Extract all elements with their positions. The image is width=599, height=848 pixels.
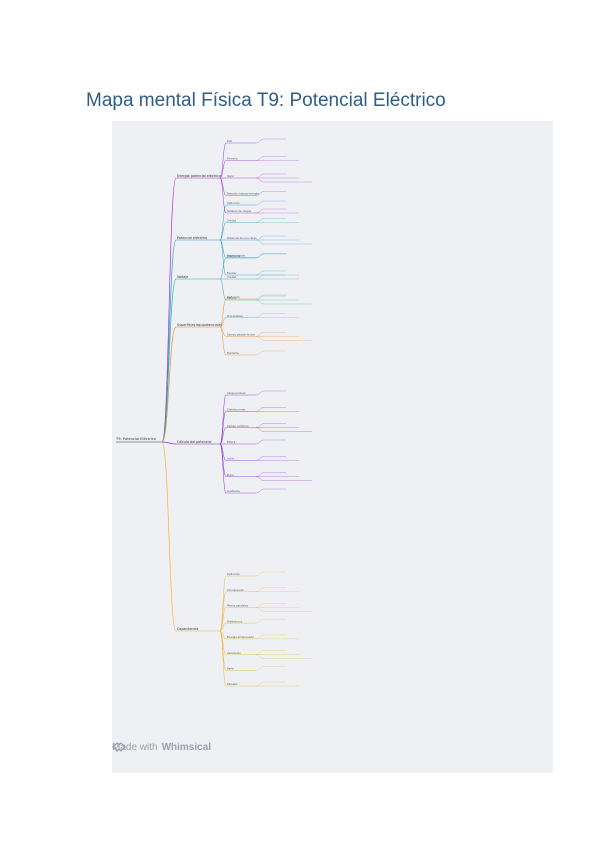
branch-item[interactable]: Superposición <box>227 254 246 258</box>
branch-item[interactable]: Signo <box>227 174 235 178</box>
page-title: Mapa mental Física T9: Potencial Eléctri… <box>86 90 446 111</box>
branch-label[interactable]: Potencial eléctrico <box>177 236 207 240</box>
branch-item[interactable]: Diferencia <box>227 254 241 258</box>
branch-item[interactable]: Dieléctricos <box>227 619 243 623</box>
branch-item[interactable]: Escalar <box>227 271 237 275</box>
branch-4[interactable]: Cálculo del potencial Carga puntualDistri… <box>161 390 312 494</box>
branch-item[interactable]: Campo uniforme <box>227 424 249 428</box>
mindmap-canvas[interactable]: T9: Potencial Eléctrico Energía potencial… <box>112 121 553 773</box>
made-with-label: Made with <box>112 742 158 753</box>
branch-item[interactable]: Paralelo <box>227 682 238 686</box>
branch-item[interactable]: Def. <box>227 139 232 143</box>
branch-0[interactable]: Energía potencial eléctrica Def. FórmulaSi… <box>161 138 312 443</box>
branch-label[interactable]: Energía potencial eléctrica <box>177 174 221 178</box>
branch-item[interactable]: Unidad <box>227 219 236 223</box>
branch-item[interactable]: Esfera <box>227 440 236 444</box>
branch-item[interactable]: Carga puntual <box>227 391 246 395</box>
branch-item[interactable]: Anillo <box>227 457 235 461</box>
branch-item[interactable]: Sistema de cargas <box>227 209 252 213</box>
branch-item[interactable]: Gradiente <box>227 489 240 493</box>
branch-item[interactable]: Unidad <box>227 275 236 279</box>
branch-item[interactable]: Distribuciones <box>227 408 246 412</box>
branch-item[interactable]: Placas paralelas <box>227 604 249 608</box>
mindmap-root[interactable]: T9: Potencial Eléctrico <box>115 437 156 441</box>
branch-1[interactable]: Potencial eléctricoDefiniciónUnidadPoten… <box>161 200 312 443</box>
whimsical-logo-icon <box>112 742 126 752</box>
branch-item[interactable]: Serie <box>227 666 234 670</box>
branch-item[interactable]: Asociación <box>227 651 241 655</box>
branch-item[interactable]: Batería <box>227 296 237 300</box>
branch-label[interactable]: Capacitancia <box>177 627 198 631</box>
footer: Made with Whimsical <box>112 742 211 753</box>
branch-item[interactable]: Definición <box>227 295 240 299</box>
branch-item[interactable]: Definición <box>227 201 240 205</box>
branch-3[interactable]: Superficies equipotenciales DefiniciónPro… <box>161 294 312 443</box>
branch-item[interactable]: Condensador <box>227 588 245 592</box>
branch-item[interactable]: Fórmula <box>227 157 238 161</box>
mindmap-board[interactable]: T9: Potencial Eléctrico Energía potencial… <box>112 121 553 773</box>
branch-item[interactable]: Propiedades <box>227 314 244 318</box>
branch-item[interactable]: Disco <box>227 473 234 477</box>
branch-label[interactable]: Voltaje <box>177 275 188 279</box>
branch-5[interactable]: Capacitancia DefiniciónCondensadorPlacas … <box>161 441 312 687</box>
branch-item[interactable]: Relación trabajo-energía <box>227 192 259 196</box>
branch-item[interactable]: Potencial de una carga <box>227 236 257 240</box>
branch-label[interactable]: Cálculo del potencial <box>177 440 211 444</box>
branch-label[interactable]: Superficies equipotenciales <box>177 323 223 327</box>
branch-item[interactable]: Ejemplos <box>227 351 239 355</box>
whimsical-brand: Whimsical <box>161 742 212 753</box>
branch-item[interactable]: Campo perpendicular <box>227 333 256 337</box>
branch-item[interactable]: Energía almacenada <box>227 635 254 639</box>
branch-item[interactable]: Definición <box>227 572 240 576</box>
